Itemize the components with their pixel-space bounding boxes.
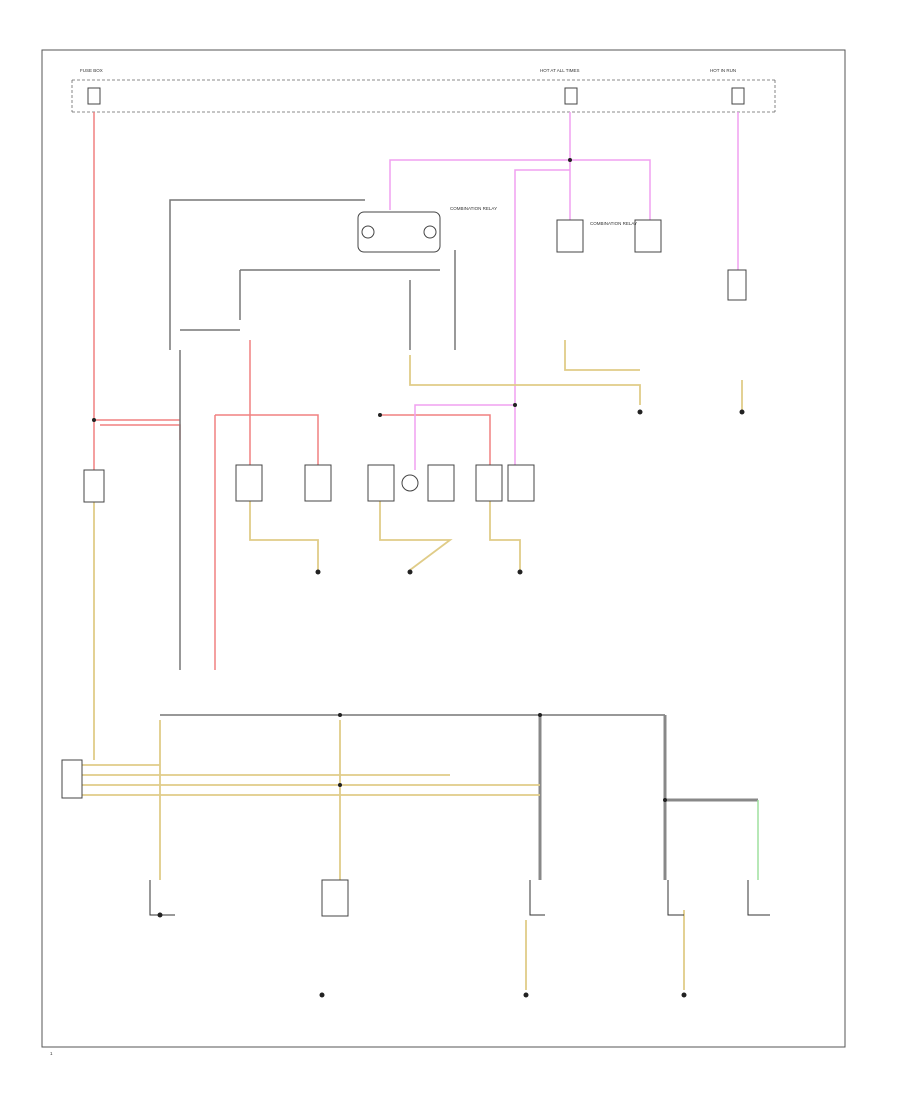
control-wires [160, 199, 759, 880]
hot-in-run-label: HOT IN RUN [710, 68, 736, 73]
relay-left [357, 211, 441, 253]
components: COMBINATION RELAY COMBINATION RELAY [61, 206, 770, 917]
signal-wires [82, 340, 743, 990]
page-number: 1 [50, 1051, 53, 1056]
diagram-frame [41, 49, 846, 1048]
hot-at-all-times-label: HOT AT ALL TIMES [540, 68, 580, 73]
switched-feed-wires [389, 112, 739, 470]
splice-dots [92, 158, 667, 802]
ground-points [157, 409, 745, 998]
power-feed-wires [93, 112, 491, 670]
fuse-panel: FUSE BOX HOT AT ALL TIMES HOT IN RUN [71, 68, 776, 113]
relay-left-label: COMBINATION RELAY [450, 206, 497, 211]
fuse-box-label: FUSE BOX [80, 68, 103, 73]
relay-right-label: COMBINATION RELAY [590, 221, 637, 226]
